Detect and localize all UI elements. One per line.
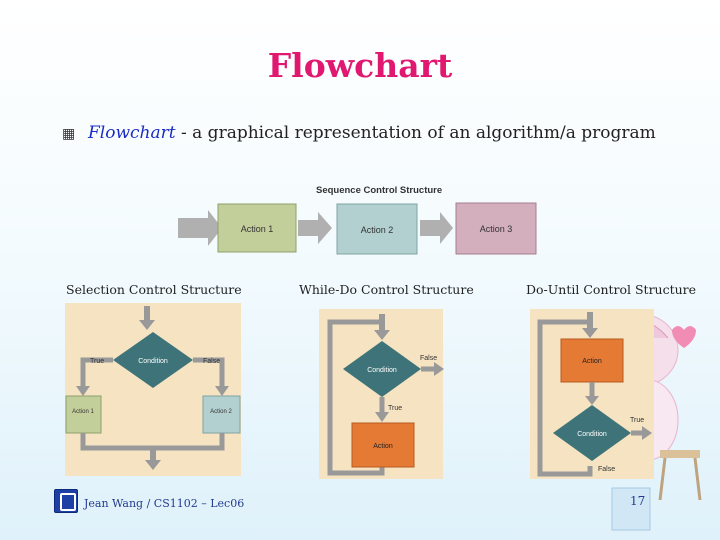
bullet-icon: ▦ [62, 126, 76, 142]
sequence-title: Sequence Control Structure [316, 185, 442, 196]
whiledo-action-label: Action [373, 443, 393, 450]
page-number: 17 [630, 494, 646, 508]
sequence-action3-box [455, 202, 537, 255]
bullet-definition: - a graphical representation of an algor… [175, 123, 656, 143]
whiledo-loop-arrow [327, 319, 385, 476]
sequence-action1-label: Action 1 [241, 224, 274, 234]
selection-true-arrow [80, 357, 113, 388]
selection-false-label: False [203, 358, 220, 365]
sequence-arrow-1 [298, 212, 332, 244]
selection-diagram: Condition True False Action 1 Action 2 [65, 303, 241, 476]
whiledo-false-label: False [420, 355, 437, 362]
dountil-loop-arrow [537, 319, 593, 477]
footer-text: Jean Wang / CS1102 – Lec06 [84, 497, 245, 510]
selection-condition-label: Condition [138, 358, 168, 365]
selection-action2-label: Action 2 [210, 409, 232, 415]
sequence-arrow-2 [420, 212, 453, 244]
sequence-diagram: Sequence Control Structure Action 1 Acti… [178, 185, 537, 255]
whiledo-condition-label: Condition [367, 367, 397, 374]
university-logo-icon [54, 489, 78, 513]
whiledo-true-label: True [388, 405, 402, 412]
bullet-text: Flowchart - a graphical representation o… [88, 123, 656, 143]
selection-false-arrow [193, 357, 225, 388]
bullet-term: Flowchart [88, 123, 176, 143]
dountil-diagram: Action Condition True False [530, 309, 702, 531]
selection-true-label: True [90, 358, 104, 365]
dountil-condition-label: Condition [577, 431, 607, 438]
dountil-action-label: Action [582, 358, 602, 365]
dountil-true-label: True [630, 417, 644, 424]
sequence-action1-box [217, 203, 297, 253]
dountil-condition-diamond [553, 405, 631, 461]
selection-condition-diamond [113, 332, 193, 388]
sequence-action2-box [336, 203, 418, 255]
sequence-entry-arrow [178, 210, 222, 246]
selection-action2-box [202, 395, 241, 434]
sequence-action3-label: Action 3 [480, 224, 513, 234]
whiledo-caption: While-Do Control Structure [299, 282, 474, 297]
selection-caption: Selection Control Structure [66, 282, 242, 297]
selection-action1-label: Action 1 [72, 409, 94, 415]
slide-title: Flowchart [267, 46, 453, 85]
sequence-action2-label: Action 2 [361, 225, 394, 235]
whiledo-diagram: Condition False True Action [319, 309, 444, 479]
whiledo-condition-diamond [343, 341, 421, 397]
dountil-action-box [560, 338, 624, 383]
dountil-false-label: False [598, 466, 615, 473]
whiledo-action-box [351, 422, 415, 468]
heart-icon [672, 326, 696, 348]
dountil-caption: Do-Until Control Structure [526, 282, 697, 297]
